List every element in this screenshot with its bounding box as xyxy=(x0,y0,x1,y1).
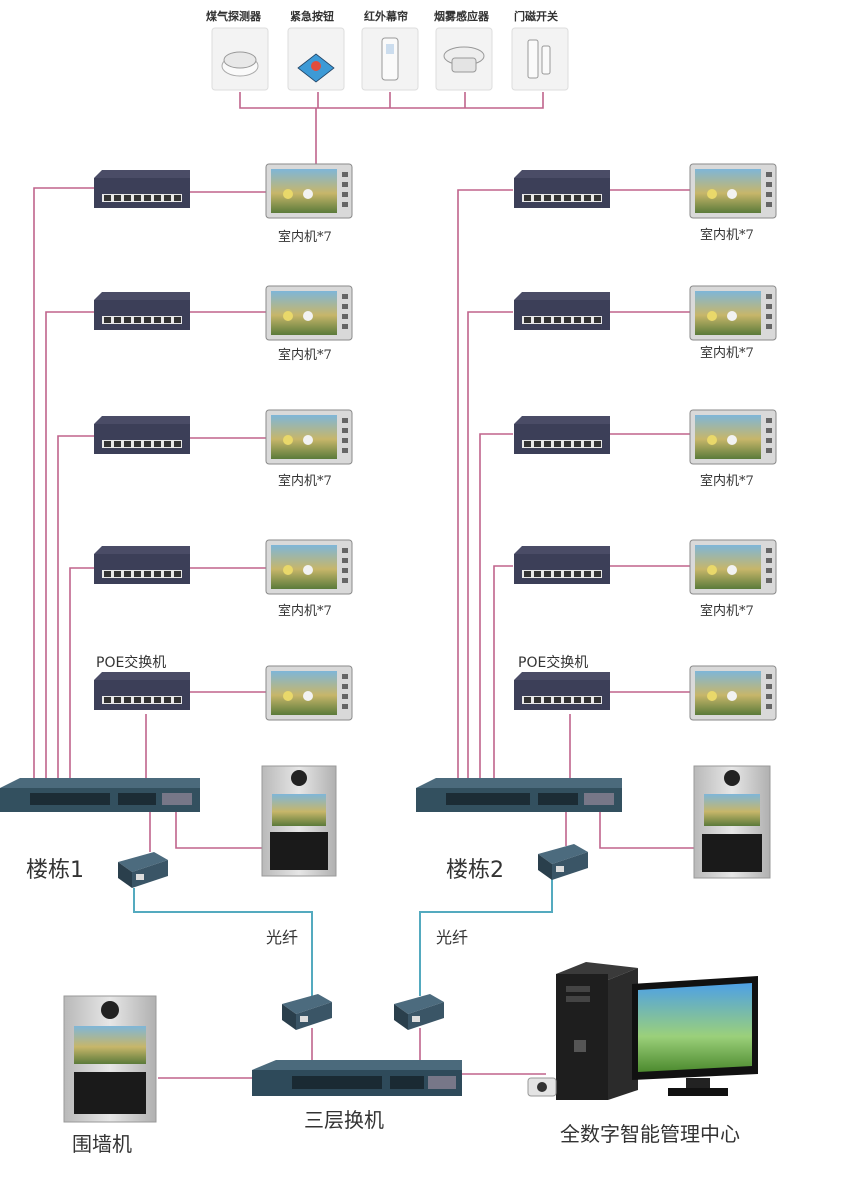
usb-camera-icon xyxy=(527,1077,557,1097)
b2-poe-switch-3 xyxy=(514,416,610,454)
b2-indoor-monitor-2 xyxy=(689,285,777,341)
wall-unit-panel xyxy=(63,995,157,1123)
layer3-core-switch xyxy=(252,1060,462,1096)
b1-monitor-label-4: 室内机*7 xyxy=(278,604,332,619)
b1-poe-switch-label: POE交换机 xyxy=(96,655,167,671)
b1-indoor-monitor-2 xyxy=(265,285,353,341)
sensor-row xyxy=(211,27,569,91)
sensor-label-smoke: 烟雾感应器 xyxy=(434,10,489,23)
infrared-curtain-icon xyxy=(361,27,419,91)
building2-door-panel xyxy=(693,765,771,879)
building1-door-panel xyxy=(261,765,337,877)
core-switch-label: 三层换机 xyxy=(304,1108,384,1132)
smoke-detector-icon xyxy=(435,27,493,91)
wall-unit-label: 围墙机 xyxy=(72,1132,132,1156)
b2-indoor-monitor-1 xyxy=(689,163,777,219)
management-pc-tower xyxy=(556,962,638,1100)
b1-indoor-monitor-3 xyxy=(265,409,353,465)
b2-poe-switch-label: POE交换机 xyxy=(518,655,589,671)
building2-switches xyxy=(514,170,610,710)
b2-poe-switch-2 xyxy=(514,292,610,330)
b1-poe-switch-1 xyxy=(94,170,190,208)
b1-indoor-monitor-5 xyxy=(265,665,353,721)
b1-monitor-label-1: 室内机*7 xyxy=(278,230,332,245)
b2-poe-switch-1 xyxy=(514,170,610,208)
media-converter-b2 xyxy=(538,844,588,880)
b1-monitor-label-3: 室内机*7 xyxy=(278,474,332,489)
sensor-label-door: 门磁开关 xyxy=(514,10,558,23)
b2-poe-switch-5 xyxy=(514,672,610,710)
sensor-label-infrared: 红外幕帘 xyxy=(364,10,408,23)
b2-poe-switch-4 xyxy=(514,546,610,584)
b1-poe-switch-2 xyxy=(94,292,190,330)
b1-indoor-monitor-1 xyxy=(265,163,353,219)
b2-monitor-label-2: 室内机*7 xyxy=(700,346,754,361)
b2-indoor-monitor-5 xyxy=(689,665,777,721)
media-converter-core-right xyxy=(394,994,444,1030)
b1-monitor-label-2: 室内机*7 xyxy=(278,348,332,363)
building2-core-switch xyxy=(416,778,622,812)
building1-switches xyxy=(94,170,190,710)
b2-monitor-label-3: 室内机*7 xyxy=(700,474,754,489)
ethernet-wires xyxy=(33,92,694,1079)
emergency-button-icon xyxy=(287,27,345,91)
media-converter-core-left xyxy=(282,994,332,1030)
b2-indoor-monitor-4 xyxy=(689,539,777,595)
b1-poe-switch-5 xyxy=(94,672,190,710)
fiber-links xyxy=(133,876,553,996)
fiber-label-left: 光纤 xyxy=(266,928,299,947)
media-converter-b1 xyxy=(118,852,168,888)
management-monitor xyxy=(632,976,758,1096)
b2-monitor-label-4: 室内机*7 xyxy=(700,604,754,619)
building1-core-switch xyxy=(0,778,200,812)
gas-detector-icon xyxy=(211,27,269,91)
management-center-label: 全数字智能管理中心 xyxy=(560,1122,740,1146)
sensor-label-gas: 煤气探测器 xyxy=(206,10,261,23)
building1-label: 楼栋1 xyxy=(26,858,84,883)
b2-indoor-monitor-3 xyxy=(689,409,777,465)
building2-label: 楼栋2 xyxy=(446,858,504,883)
b2-monitor-label-1: 室内机*7 xyxy=(700,228,754,243)
b1-poe-switch-3 xyxy=(94,416,190,454)
b1-poe-switch-4 xyxy=(94,546,190,584)
building1-monitors xyxy=(265,163,353,721)
sensor-label-emergency: 紧急按钮 xyxy=(290,10,334,23)
b1-indoor-monitor-4 xyxy=(265,539,353,595)
building2-monitors xyxy=(689,163,777,721)
fiber-label-right: 光纤 xyxy=(436,928,469,947)
door-magnet-icon xyxy=(511,27,569,91)
